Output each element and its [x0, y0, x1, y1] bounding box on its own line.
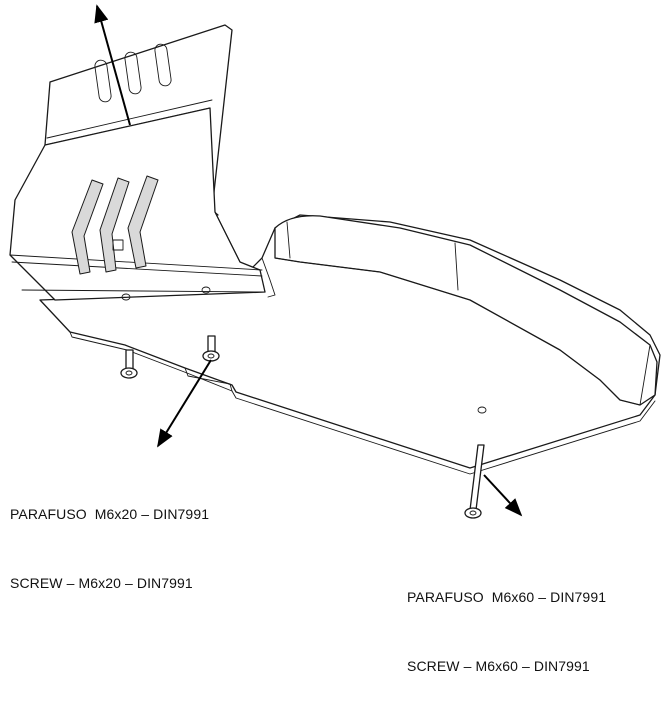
- callout-label-en: SCREW – M6x60 – DIN7991: [407, 658, 590, 674]
- base-plate: [39, 214, 661, 475]
- slotted-bracket: [9, 24, 276, 301]
- callout-label-en: SCREW – M6x20 – DIN7991: [10, 575, 193, 591]
- arrow-to-screw-m6x20: [157, 359, 212, 448]
- assembly-drawing: [9, 4, 661, 519]
- arrow-up: [94, 4, 131, 126]
- arrow-to-screw-m6x60: [483, 474, 523, 517]
- screw-long: [464, 444, 485, 519]
- callout-screw-m6x60: PARAFUSO M6x60 – DIN7991 SCREW – M6x60 –…: [407, 540, 606, 701]
- screw-left: [120, 349, 138, 379]
- callout-label-pt: PARAFUSO M6x20 – DIN7991: [10, 506, 210, 522]
- callout-label-pt: PARAFUSO M6x60 – DIN7991: [407, 589, 607, 605]
- callout-screw-m6x20: PARAFUSO M6x20 – DIN7991 SCREW – M6x20 –…: [10, 457, 209, 618]
